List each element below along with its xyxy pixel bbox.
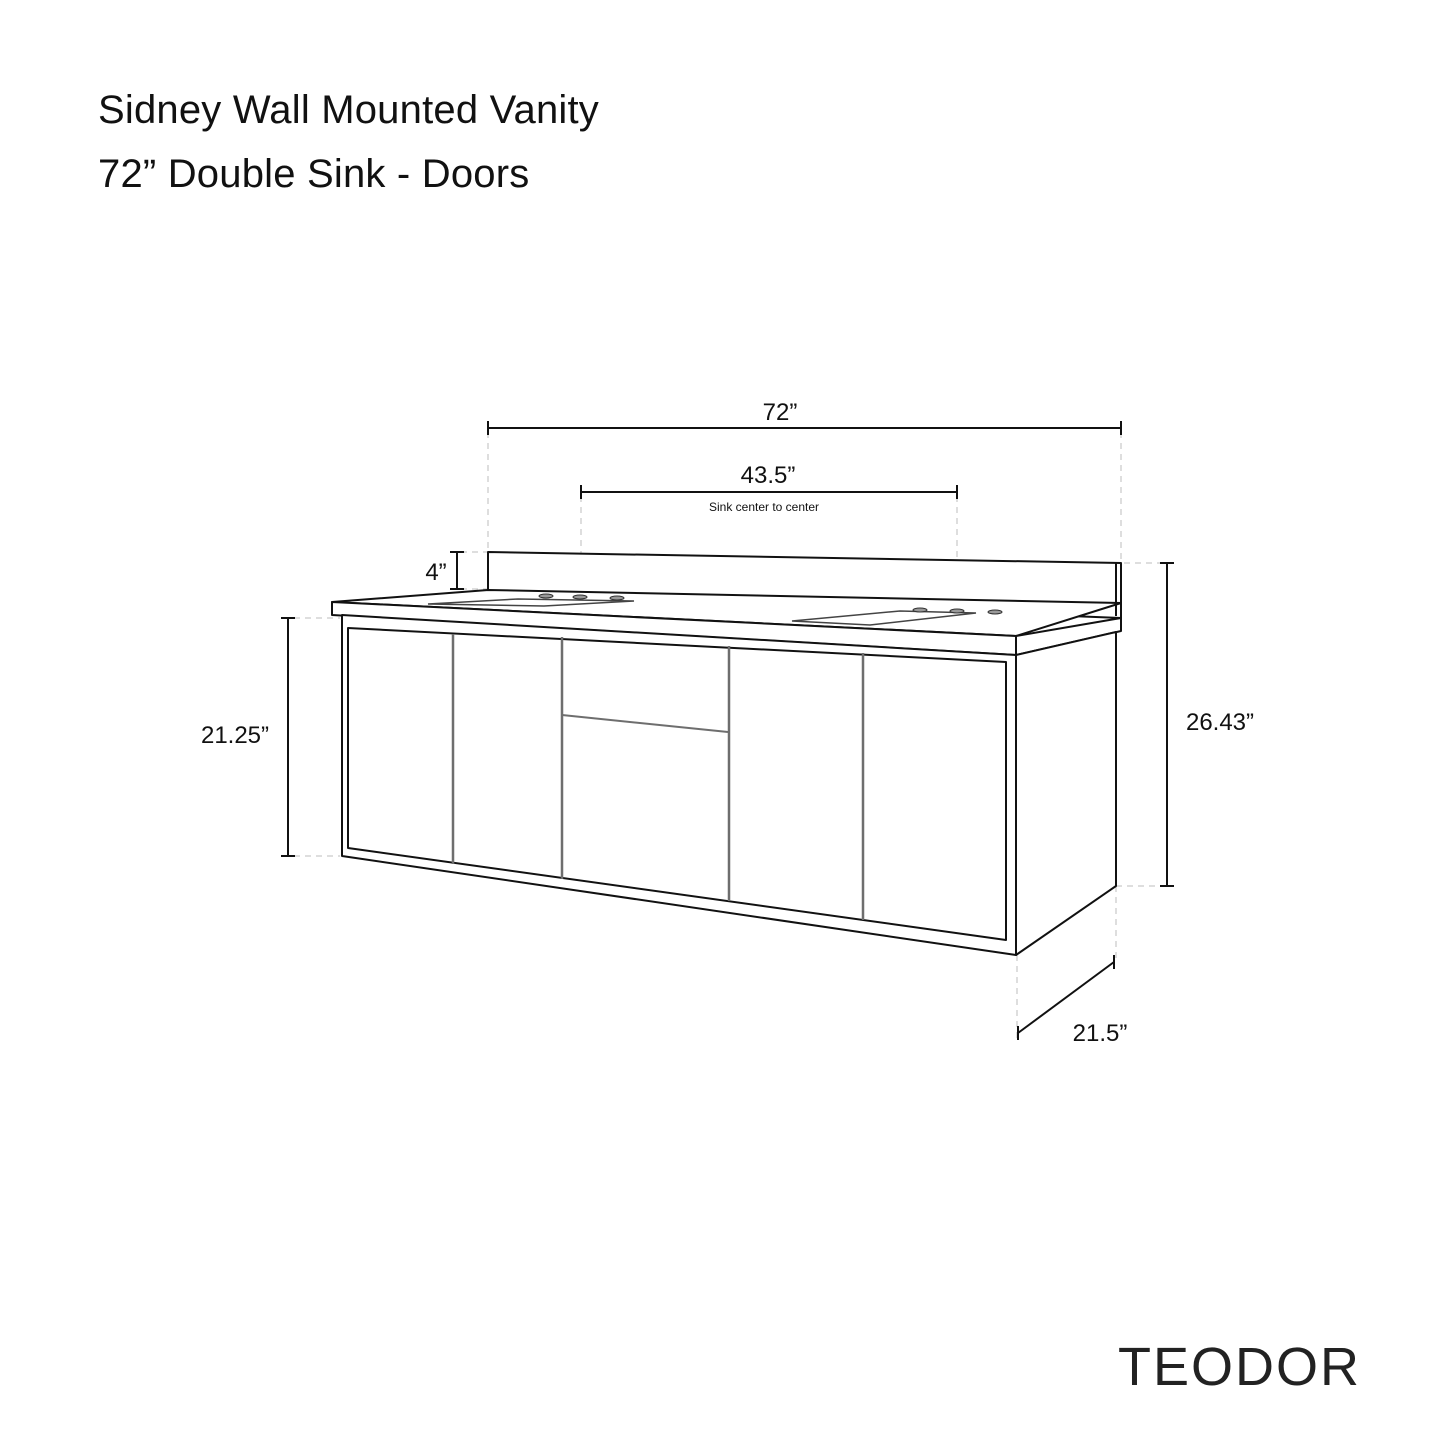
product-title: Sidney Wall Mounted Vanity	[98, 88, 600, 132]
cabinet-front	[341, 614, 1017, 956]
sink-spacing-label: 43.5”	[741, 462, 796, 489]
total-height-label: 26.43”	[1186, 709, 1254, 736]
depth-label: 21.5”	[1073, 1020, 1128, 1047]
brand-logo: TEODOR	[1118, 1337, 1362, 1397]
countertop-side	[1015, 617, 1122, 656]
backsplash-height-label: 4”	[425, 559, 446, 586]
sink-spacing-note: Sink center to center	[709, 500, 819, 514]
sink-left	[427, 598, 635, 607]
door-drawer-dividers	[451, 634, 865, 920]
vanity	[331, 551, 1122, 956]
guide-lines	[294, 432, 1166, 1040]
sinks	[427, 593, 1003, 626]
dimension-lines	[281, 421, 1174, 1040]
cabinet-side	[1015, 631, 1117, 956]
sink-right	[791, 610, 977, 626]
cabinet-height-label: 21.25”	[201, 722, 269, 749]
product-subtitle: 72” Double Sink - Doors	[98, 152, 530, 196]
faucet-holes-left	[538, 593, 625, 601]
faucet-holes-right	[912, 607, 1003, 615]
width-label: 72”	[763, 399, 798, 426]
drawer-divider	[561, 714, 729, 733]
